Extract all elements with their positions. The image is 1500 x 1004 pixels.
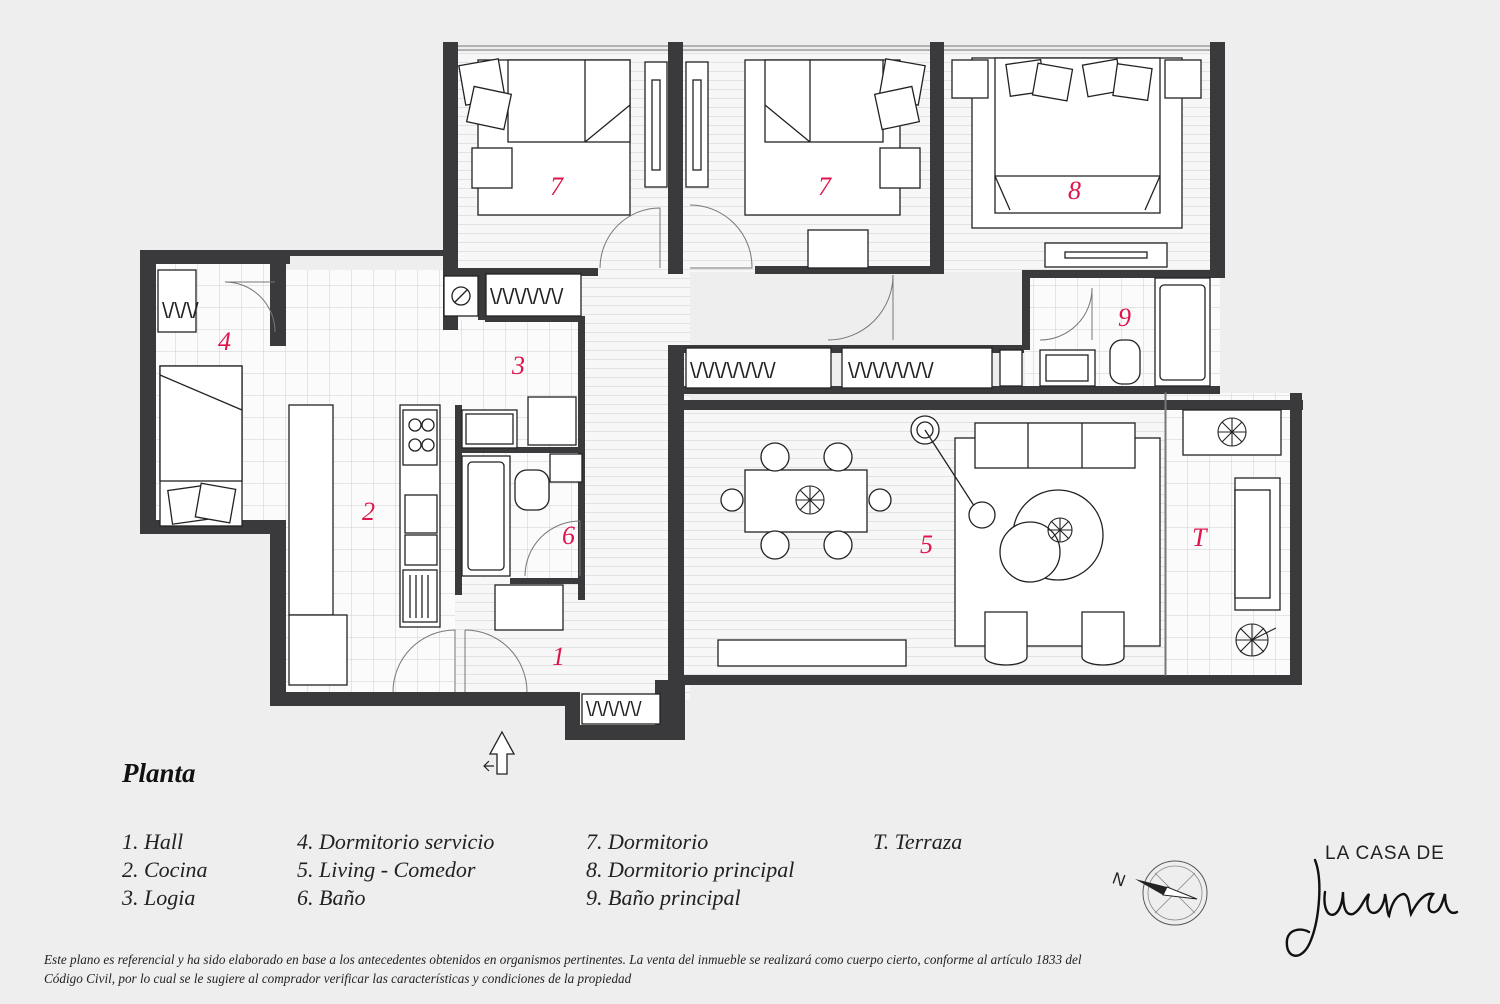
legend-column-2: 4. Dormitorio servicio 5. Living - Comed… xyxy=(297,828,494,912)
legend-item-logia: 3. Logia xyxy=(122,885,196,910)
bedroom-middle-furniture xyxy=(685,58,926,269)
legend-item-bano: 6. Baño xyxy=(297,885,366,910)
legend-item-bano-principal: 9. Baño principal xyxy=(586,885,741,910)
room-number-bano: 6 xyxy=(562,521,575,550)
service-bedroom-furniture xyxy=(159,365,243,527)
bedroom-left-furniture xyxy=(458,58,668,216)
svg-text:\/\/\/\/\/: \/\/\/\/\/ xyxy=(586,699,642,721)
room-number-dormitorio-principal: 8 xyxy=(1068,176,1081,205)
svg-text:\/\/\/\/\/\/\/: \/\/\/\/\/\/\/ xyxy=(848,358,934,383)
bathroom-furniture xyxy=(461,453,583,631)
legend-item-dormitorio-principal: 8. Dormitorio principal xyxy=(586,857,795,882)
brand-logo xyxy=(1285,858,1459,957)
master-bathroom-furniture xyxy=(1039,277,1211,387)
legend-item-dormitorio-servicio: 4. Dormitorio servicio xyxy=(297,829,495,854)
terrace-furniture xyxy=(1182,409,1282,657)
legend-column-3: 7. Dormitorio 8. Dormitorio principal 9.… xyxy=(586,828,794,912)
living-dining-furniture xyxy=(717,415,1161,667)
room-number-dormitorio-b: 7 xyxy=(818,172,832,201)
entrance-arrow-icon xyxy=(483,730,516,775)
legend-item-cocina: 2. Cocina xyxy=(122,857,208,882)
master-bedroom-furniture xyxy=(951,57,1202,268)
svg-text:\/\/\/\/\/\/: \/\/\/\/\/\/ xyxy=(490,284,564,309)
legend-item-terraza: T. Terraza xyxy=(873,829,963,854)
room-number-dormitorio-a: 7 xyxy=(550,172,564,201)
doors xyxy=(224,204,1093,693)
kitchen-furniture xyxy=(288,404,441,686)
room-number-hall: 1 xyxy=(552,642,565,671)
room-numbers: 7 7 8 4 3 2 6 5 9 T 1 xyxy=(218,172,1208,671)
legend-item-living-comedor: 5. Living - Comedor xyxy=(297,857,476,882)
legend-column-4: T. Terraza xyxy=(873,828,962,856)
compass-north-label: N xyxy=(1110,868,1128,890)
svg-text:\/\/\/\/\/\/\/: \/\/\/\/\/\/\/ xyxy=(690,358,776,383)
room-number-terraza: T xyxy=(1192,523,1208,552)
svg-text:\/\/\/: \/\/\/ xyxy=(162,298,200,323)
plan-title: Planta xyxy=(122,758,196,788)
legend-item-dormitorio: 7. Dormitorio xyxy=(586,829,709,854)
closets: \/\/\/\/\/\/ \/\/\/\/\/\/\/ \/\/\/\/\/\/… xyxy=(157,269,1023,725)
legend-item-hall: 1. Hall xyxy=(122,829,184,854)
room-number-logia: 3 xyxy=(511,351,525,380)
room-number-bano-principal: 9 xyxy=(1118,303,1131,332)
room-number-cocina: 2 xyxy=(362,497,375,526)
disclaimer-text: Este plano es referencial y ha sido elab… xyxy=(44,952,1082,986)
room-number-living: 5 xyxy=(920,530,933,559)
walls xyxy=(140,42,1303,740)
logia-furniture xyxy=(461,396,577,449)
room-number-dormitorio-servicio: 4 xyxy=(218,327,231,356)
legend-column-1: 1. Hall 2. Cocina 3. Logia xyxy=(122,828,208,912)
north-compass-icon: N xyxy=(1110,860,1208,926)
brand-caption: LA CASA DE xyxy=(1325,843,1445,864)
